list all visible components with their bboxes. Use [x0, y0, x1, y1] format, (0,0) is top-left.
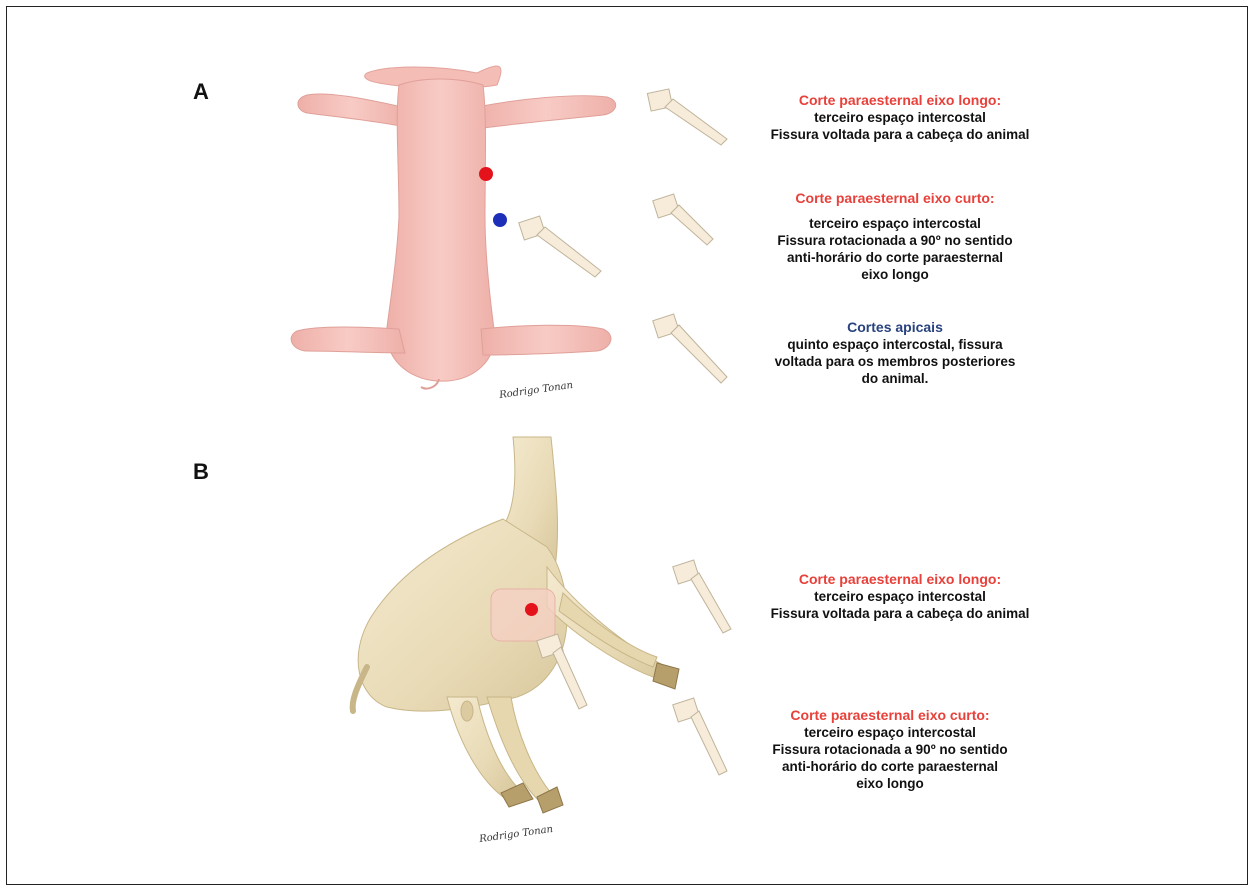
caption-line: terceiro espaço intercostal: [735, 724, 1045, 741]
caption-line: Fissura voltada para a cabeça do animal: [735, 605, 1065, 622]
probe-icon: [537, 634, 587, 709]
caption-line: terceiro espaço intercostal: [735, 588, 1065, 605]
probe-icon: [673, 698, 727, 775]
caption-title: Corte paraesternal eixo curto:: [735, 707, 1045, 724]
panel-b-caption-short-axis: Corte paraesternal eixo curto: terceiro …: [735, 707, 1045, 792]
figure-frame: A Rodrigo Tonan: [6, 6, 1248, 885]
probe-icon: [673, 560, 731, 633]
caption-title: Corte paraesternal eixo longo:: [735, 571, 1065, 588]
caption-line: eixo longo: [735, 775, 1045, 792]
panel-b-caption-long-axis: Corte paraesternal eixo longo: terceiro …: [735, 571, 1065, 622]
panel-b-probes: [7, 7, 1247, 884]
caption-line: anti-horário do corte paraesternal: [735, 758, 1045, 775]
caption-line: Fissura rotacionada a 90º no sentido: [735, 741, 1045, 758]
